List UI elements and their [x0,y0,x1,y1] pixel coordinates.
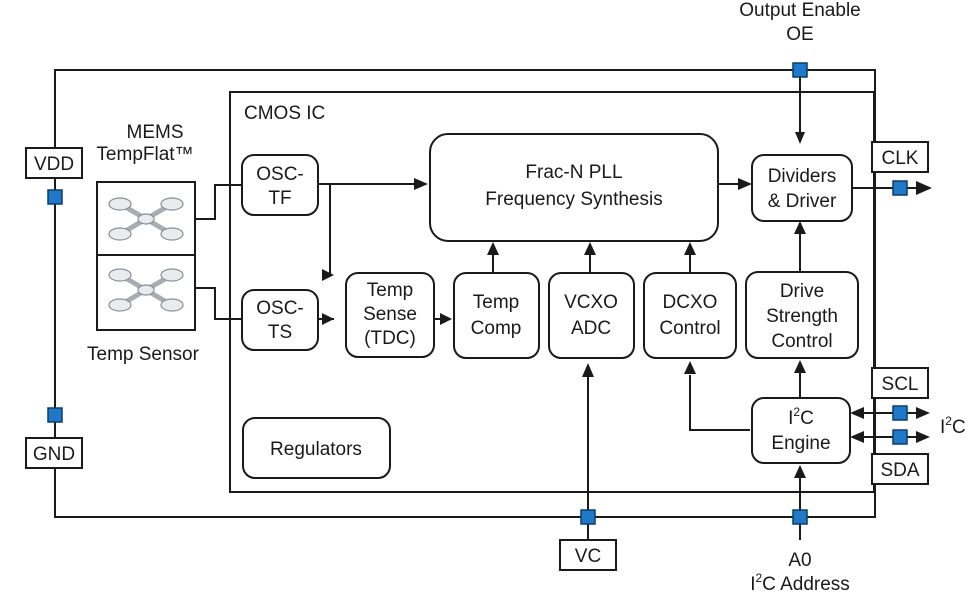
vc-pad [580,509,596,525]
cmos-ic-label: CMOS IC [244,103,325,124]
osc-ts-block: OSC- TS [241,289,319,351]
svg-text:DCXO: DCXO [663,292,718,313]
scl-pin-label: SCL [871,367,929,399]
regulators-block: Regulators [242,417,391,479]
i2c-engine-block: I2C Engine [751,397,851,464]
svg-text:(TDC): (TDC) [364,328,416,349]
svg-text:TF: TF [268,188,291,209]
vdd-pin-label: VDD [25,147,83,179]
svg-text:Sense: Sense [363,304,417,325]
scl-pad [892,405,908,421]
temp-comp-block: Temp Comp [453,272,540,359]
gnd-pin-label: GND [25,437,83,469]
osc-tf-block: OSC- TF [241,154,319,216]
svg-text:GND: GND [33,444,75,465]
svg-text:VCXO: VCXO [564,292,618,313]
svg-text:TS: TS [268,322,292,343]
svg-text:Frac-N PLL: Frac-N PLL [525,162,622,183]
svg-text:Control: Control [659,318,720,339]
vdd-pad [47,189,63,205]
arrowheads [322,132,932,478]
svg-text:Frequency Synthesis: Frequency Synthesis [485,189,662,210]
frac-n-pll-block: Frac-N PLL Frequency Synthesis [429,133,719,242]
mems-tempflat-resonator [96,181,196,331]
svg-text:ADC: ADC [571,318,611,339]
svg-text:OSC-: OSC- [256,298,304,319]
svg-text:Regulators: Regulators [270,439,362,460]
svg-text:OSC-: OSC- [256,164,304,185]
clk-pin-label: CLK [871,141,929,173]
i2c-bus-label: I2C [940,414,966,438]
oe-pin-label: OE [786,24,813,45]
mems-label: MEMS TempFlat™ [96,122,193,165]
svg-text:MEMS: MEMS [127,122,184,143]
svg-text:CLK: CLK [882,148,919,169]
svg-text:SCL: SCL [882,374,919,395]
vc-pin-label: VC [559,539,617,571]
dcxo-control-block: DCXO Control [643,272,737,359]
i2c-address-label: I2C Address [750,571,850,595]
svg-text:Strength: Strength [766,306,838,327]
svg-text:SDA: SDA [880,460,919,481]
vcxo-adc-block: VCXO ADC [548,272,635,359]
temp-sense-block: Temp Sense (TDC) [345,272,435,358]
temp-sensor-label: Temp Sensor [87,344,200,365]
clk-pad [892,180,908,196]
svg-text:Dividers: Dividers [768,166,837,187]
a0-pad [792,509,808,525]
sda-pin-label: SDA [871,453,929,485]
svg-text:& Driver: & Driver [768,191,837,212]
svg-text:Drive: Drive [780,281,824,302]
svg-text:Temp: Temp [367,280,413,301]
svg-text:Control: Control [771,331,832,352]
svg-text:TempFlat™: TempFlat™ [96,144,193,165]
svg-text:Comp: Comp [471,318,522,339]
gnd-pad [47,407,63,423]
oe-pad [792,62,808,78]
output-enable-label: Output Enable [739,0,860,21]
svg-text:Engine: Engine [771,433,830,454]
drive-strength-control-block: Drive Strength Control [745,271,859,359]
pin-pads [47,62,908,525]
svg-text:VC: VC [575,546,601,567]
svg-text:I2C: I2C [788,405,814,429]
sda-pad [892,429,908,445]
dividers-driver-block: Dividers & Driver [751,154,853,222]
svg-text:VDD: VDD [34,154,74,175]
cmos-ic-outline [229,91,875,493]
svg-text:Temp: Temp [473,292,519,313]
a0-label: A0 [788,550,811,571]
